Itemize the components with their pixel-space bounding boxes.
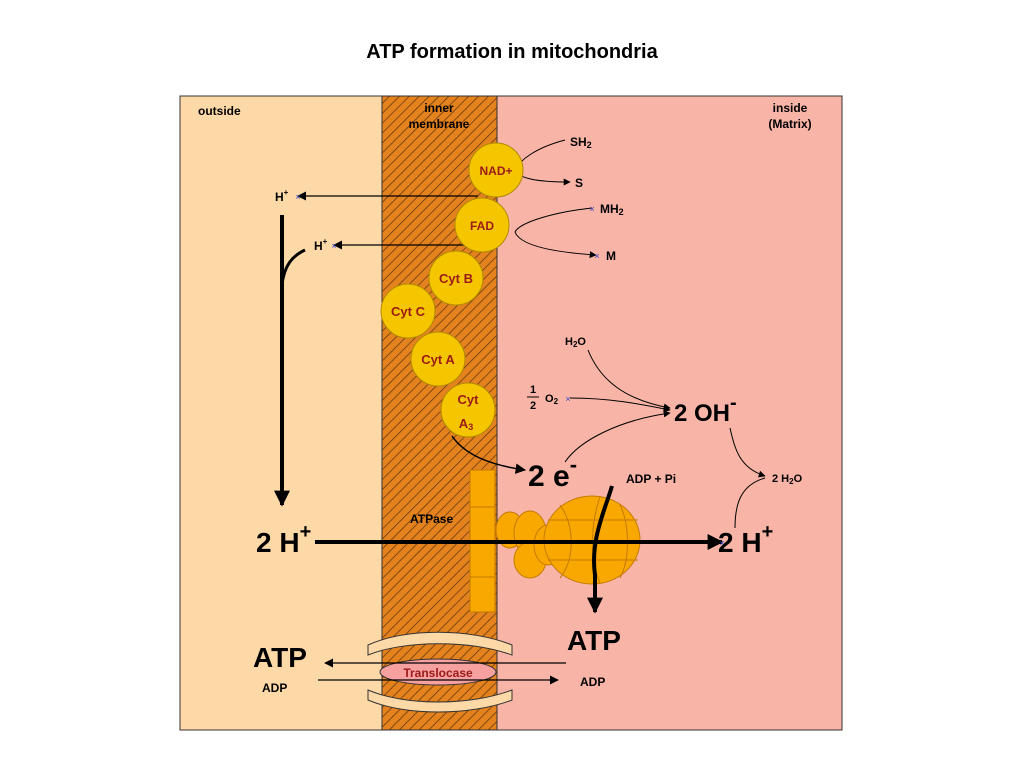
atp-outside-label: ATP xyxy=(253,642,307,673)
h2o-label: H2O xyxy=(565,336,586,349)
x-mark-right-h: × xyxy=(719,538,724,548)
carrier-fad: FAD xyxy=(454,197,510,253)
two-oh-label: 2 OH- xyxy=(674,392,737,427)
mh2-arrow xyxy=(514,207,597,259)
m-label: M xyxy=(606,249,616,263)
translocase-label: Translocase xyxy=(403,666,473,680)
o2-label: O2 xyxy=(545,393,559,406)
inside-label-line1: inside xyxy=(773,101,808,115)
carrier-cyt-a: Cyt A xyxy=(410,331,466,387)
translocase-lower-channel xyxy=(367,689,513,713)
translocase-body xyxy=(379,658,497,686)
x-mark-o2: × xyxy=(565,394,570,404)
sh2-label: SH2 xyxy=(570,135,592,150)
svg-text:Cyt A: Cyt A xyxy=(421,352,455,367)
x-mark-h2: × xyxy=(331,241,336,251)
proton-merge-curve xyxy=(280,248,306,286)
svg-text:NAD+: NAD+ xyxy=(479,164,512,178)
o2-arrow xyxy=(569,397,671,413)
atpase-label: ATPase xyxy=(410,512,453,526)
carrier-cyt-b: Cyt B xyxy=(428,250,484,306)
h2o-arrow xyxy=(587,349,671,411)
atp-synthesis-arrow xyxy=(587,485,614,614)
inside-label-line2: (Matrix) xyxy=(768,117,811,131)
diagram-title: ATP formation in mitochondria xyxy=(366,41,658,63)
carrier-cyt-a3: Cyt A3 xyxy=(440,382,496,438)
membrane-label-line2: membrane xyxy=(409,117,470,131)
two-h2o-label: 2 H2O xyxy=(772,473,803,486)
translocase-upper-channel xyxy=(367,631,513,656)
h-plus-label-2: H+ xyxy=(314,237,328,253)
two-electrons-label: 2 e- xyxy=(528,452,577,493)
electron-to-oh-arrow xyxy=(564,410,671,463)
s-label: S xyxy=(575,176,583,190)
svg-text:A3: A3 xyxy=(459,416,473,432)
h-to-water-arrow xyxy=(734,477,766,529)
svg-text:Cyt B: Cyt B xyxy=(439,271,473,286)
outside-label: outside xyxy=(198,104,241,118)
adp-pi-label: ADP + Pi xyxy=(626,472,676,486)
h-plus-label-1: H+ xyxy=(275,188,289,204)
svg-text:Cyt: Cyt xyxy=(458,392,480,407)
x-mark-h1: × xyxy=(295,192,300,202)
carrier-nad: NAD+ xyxy=(468,142,524,198)
adp-outside-label: ADP xyxy=(262,681,287,695)
mh2-label: MH2 xyxy=(600,202,624,217)
x-mark-m: × xyxy=(594,251,599,261)
svg-text:Cyt C: Cyt C xyxy=(391,304,426,319)
oh-to-water-arrow xyxy=(729,427,766,478)
half-denominator: 2 xyxy=(530,400,536,412)
half-numerator: 1 xyxy=(530,384,536,396)
svg-text:FAD: FAD xyxy=(470,219,494,233)
two-h-plus-right: 2 H+ xyxy=(718,521,773,558)
atp-matrix-label: ATP xyxy=(567,625,621,656)
electron-arrow xyxy=(451,435,527,474)
two-h-plus-left: 2 H+ xyxy=(256,521,311,558)
carrier-cyt-c: Cyt C xyxy=(380,283,436,339)
x-mark-mh2: × xyxy=(589,204,594,214)
membrane-label-line1: inner xyxy=(424,101,454,115)
adp-matrix-label: ADP xyxy=(580,675,605,689)
